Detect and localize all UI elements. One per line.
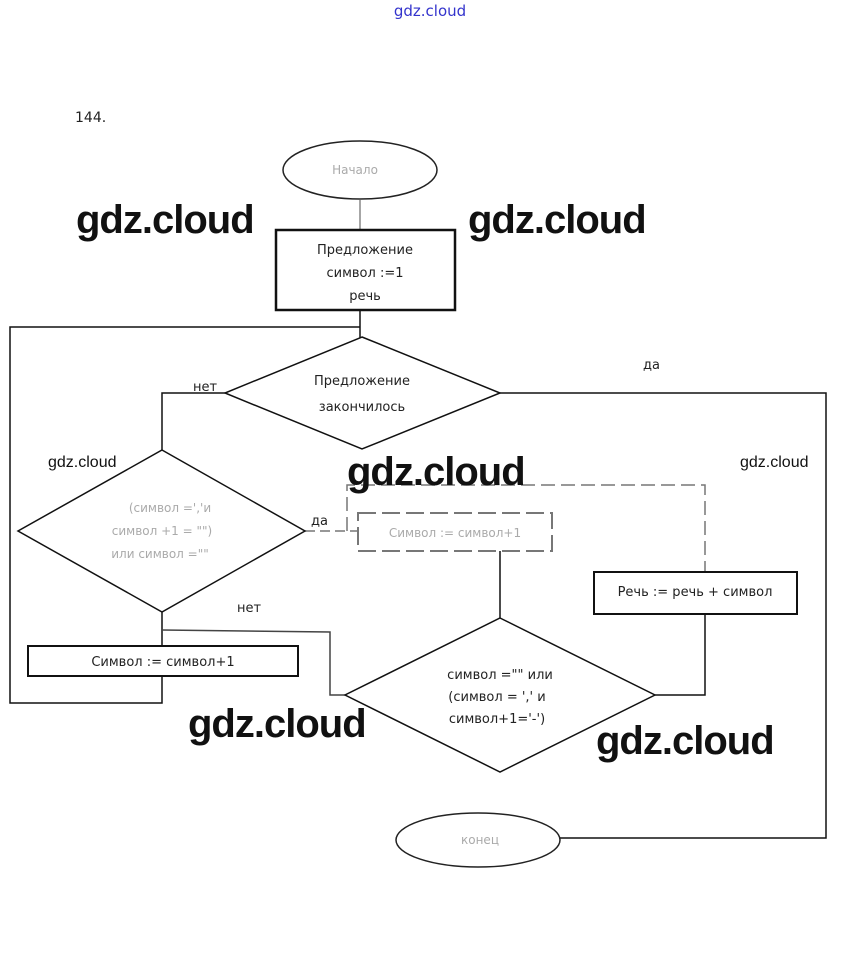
connector-loop-back [9, 326, 360, 704]
watermark: gdz.cloud [347, 450, 526, 494]
decision-sentence-end [223, 336, 502, 450]
watermark: gdz.cloud [468, 198, 647, 242]
task-number: 144. [75, 110, 107, 126]
decision-quote-line-2: (символ = ',' и [448, 690, 545, 705]
connector-middle-to-append [346, 484, 706, 572]
increment-middle-label: Символ := символ+1 [389, 526, 521, 540]
watermark: gdz.cloud [48, 454, 117, 471]
append-speech-block [593, 571, 798, 615]
end-label: конец [461, 833, 499, 847]
edge-label-no-sentence: нет [193, 380, 217, 395]
edge-label-yes-comma: да [311, 514, 328, 529]
init-block [274, 228, 457, 312]
start-terminator [282, 140, 438, 200]
edge-label-yes-sentence: да [643, 358, 660, 373]
decision-comma-dash-line-3: или символ ="" [111, 547, 209, 561]
decision-sentence-end-line-2: закончилось [319, 400, 405, 415]
init-line-3: речь [349, 289, 381, 304]
increment-left-label: Символ := символ+1 [91, 655, 234, 670]
decision-comma-dash-line-1: (символ =','и [129, 501, 211, 515]
connector-quote-to-append [655, 614, 706, 696]
decision-quote-line-1: символ ="" или [447, 668, 553, 683]
increment-middle-block [357, 512, 553, 552]
init-line-1: Предложение [317, 243, 413, 258]
watermark: gdz.cloud [188, 702, 367, 746]
end-terminator [395, 812, 561, 868]
watermark: gdz.cloud [596, 719, 775, 763]
watermark: gdz.cloud [76, 198, 255, 242]
decision-quote-line-3: символ+1='-') [449, 712, 545, 727]
connectors [9, 200, 827, 839]
site-link[interactable]: gdz.cloud [393, 2, 467, 20]
watermark: gdz.cloud [740, 454, 809, 471]
connector-no-branch [161, 392, 225, 450]
init-line-2: символ :=1 [326, 266, 403, 281]
edge-label-no-comma: нет [237, 601, 261, 616]
increment-left-block [27, 645, 299, 677]
connector-to-quote-decision [161, 629, 345, 696]
start-label: Начало [332, 163, 378, 177]
decision-comma-dash-line-2: символ +1 = "") [112, 524, 212, 538]
decision-quote [343, 617, 657, 773]
append-speech-label: Речь := речь + символ [618, 585, 773, 600]
connector-yes-end [500, 392, 827, 839]
decision-comma-dash [16, 449, 307, 613]
decision-sentence-end-line-1: Предложение [314, 374, 410, 389]
